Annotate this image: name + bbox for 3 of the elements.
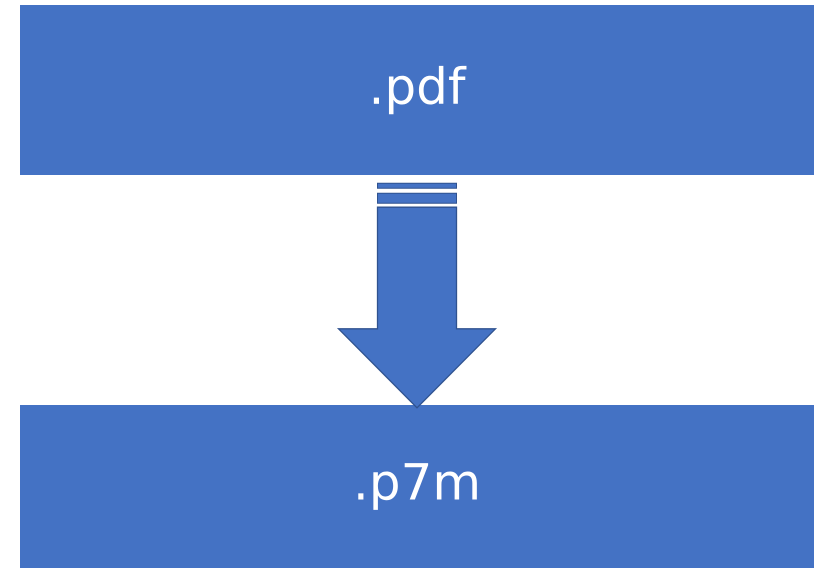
file-type-box: .p7m [20,405,814,568]
block-arrow [336,182,498,409]
file-type-box: .pdf [20,5,814,175]
